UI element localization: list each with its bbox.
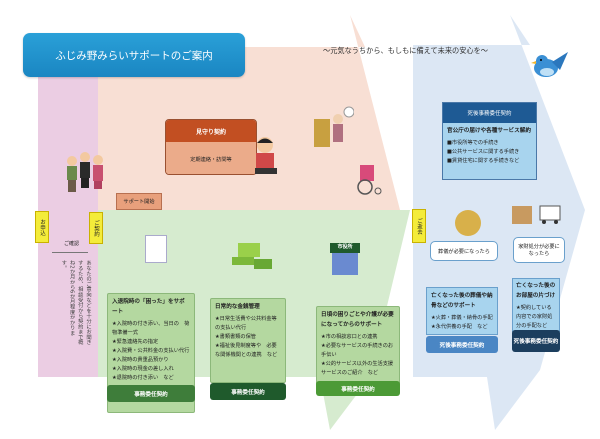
bluebird-icon xyxy=(522,48,570,82)
posthumous-contract-button-2[interactable]: 死後事務委任契約 xyxy=(512,330,560,352)
page-subtitle: ～元気なうちから、もしもに備えて未来の安心を～ xyxy=(323,46,488,55)
tag-contract: ご契約 xyxy=(89,212,103,244)
watch-contract-body: 定期連絡・訪問等 xyxy=(166,142,256,174)
city-hall-sign: 市役所 xyxy=(330,243,360,253)
confirm-arrow xyxy=(52,252,88,253)
posthumous-contract-button-1[interactable]: 死後事務委任契約 xyxy=(426,336,498,353)
daily-support-card: 日頃の困りごとや介護が必要になってからのサポート ★市の相談窓口との連携 ★必要… xyxy=(316,306,400,386)
tag-application: お申込 xyxy=(35,211,49,243)
operator-illustration xyxy=(250,134,280,176)
process-note: あなたのご意向などを十分にお聞きするため、相談受付から契約まで概ね2か月から6か… xyxy=(60,260,91,345)
posthumous-header: 死後事務委任契約 xyxy=(443,103,536,123)
family-illustration xyxy=(62,145,108,200)
city-hall-icon xyxy=(332,253,358,275)
money-cards-icon xyxy=(232,243,272,271)
card-title: 日常的な金銭管理 xyxy=(215,304,260,310)
card-title: 入退院時の「困った」をサポート xyxy=(112,299,185,315)
funeral-portrait-icon xyxy=(455,210,481,236)
confirm-label: ご確認 xyxy=(64,241,80,247)
office-contract-button-1[interactable]: 事務委任契約 xyxy=(107,385,195,402)
posthumous-card: 死後事務委任契約 官公庁の届けや各種サービス解約 ■市役所等での手続き ■公共サ… xyxy=(442,102,537,180)
money-management-card: 日常的な金銭管理 ★日常生活費や公共料金等の支払い代行 ★書類書類の保管 ★福祉… xyxy=(210,298,286,383)
tag-passing: ご逝去 xyxy=(412,209,426,243)
page-title: ふじみ野みらいサポートのご案内 xyxy=(23,33,245,77)
funeral-bubble: 葬儀が必要になったら xyxy=(430,241,498,261)
elderly-drawer-illustration xyxy=(314,104,355,159)
office-contract-button-2[interactable]: 事務委任契約 xyxy=(210,383,286,400)
watch-contract-card: 見守り契約 定期連絡・訪問等 xyxy=(165,119,257,175)
moving-truck-icon xyxy=(512,200,562,228)
watch-contract-header: 見守り契約 xyxy=(166,120,256,142)
wheelchair-icon xyxy=(352,160,384,196)
hospital-icon xyxy=(145,235,167,263)
household-bubble: 家財処分が必要になったら xyxy=(513,237,565,263)
room-cleanup-card: 亡くなった後のお部屋の片づけ ★契約している内容での家財処分の手配など xyxy=(512,278,560,332)
funeral-support-card: 亡くなった後の葬儀や納骨などのサポート ★火葬・葬儀・納骨の手配 ★永代供養の手… xyxy=(426,287,498,335)
card-title: 日頃の困りごとや介護が必要になってからのサポート xyxy=(321,312,394,328)
office-contract-button-3[interactable]: 事務委任契約 xyxy=(316,381,400,396)
support-start-callout: サポート開始 xyxy=(116,193,162,210)
